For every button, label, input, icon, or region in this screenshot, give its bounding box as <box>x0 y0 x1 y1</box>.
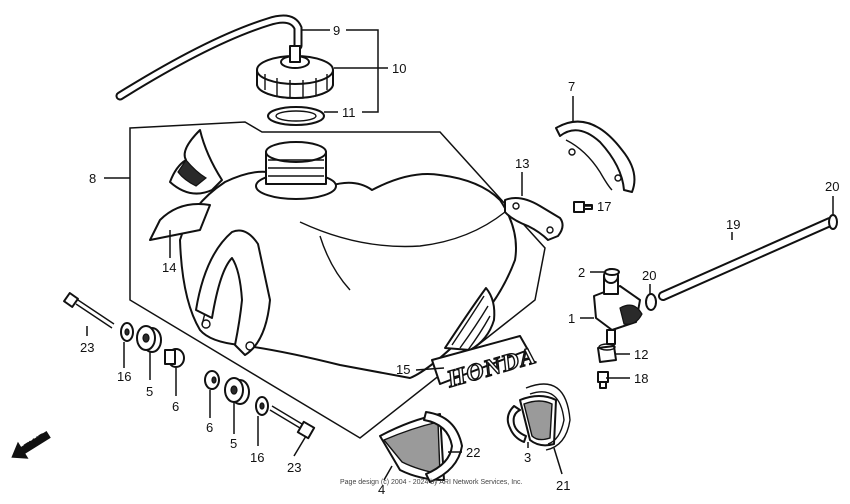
callout-15: 15 <box>396 362 410 377</box>
callout-3: 3 <box>524 450 531 465</box>
mount-bolt-lower <box>269 405 316 440</box>
mounting-bracket <box>555 120 636 193</box>
callout-21: 21 <box>556 478 570 493</box>
guard-band <box>525 383 571 451</box>
callout-20-right: 20 <box>825 179 839 194</box>
callout-18: 18 <box>634 371 648 386</box>
valve-screw <box>604 268 620 276</box>
bracket-screw <box>573 201 593 213</box>
callout-11: 11 <box>342 105 356 120</box>
callout-23-lower: 23 <box>287 460 301 475</box>
cushion-lower <box>224 377 250 405</box>
callout-1: 1 <box>568 311 575 326</box>
callout-8: 8 <box>89 171 96 186</box>
callout-16-left: 16 <box>117 369 131 384</box>
callout-19: 19 <box>726 217 740 232</box>
callout-17: 17 <box>597 199 611 214</box>
callout-6-lower: 6 <box>206 420 213 435</box>
cushion-left <box>136 325 162 353</box>
cap-nut <box>597 343 617 363</box>
valve-bracket <box>504 197 564 241</box>
callout-5-left: 5 <box>146 384 153 399</box>
callout-13: 13 <box>515 156 529 171</box>
wing-decal <box>149 129 223 241</box>
callout-22: 22 <box>466 445 480 460</box>
callout-7: 7 <box>568 79 575 94</box>
fuel-valve <box>593 268 643 345</box>
fwd-arrow <box>11 430 51 459</box>
callout-9: 9 <box>333 23 340 38</box>
tube-clip-left <box>645 293 657 311</box>
collar-left <box>164 348 185 368</box>
callout-20-left: 20 <box>642 268 656 283</box>
washer-lower <box>255 396 269 416</box>
heat-guard-front <box>379 411 463 483</box>
callout-14: 14 <box>162 260 176 275</box>
cap-gasket <box>267 106 325 126</box>
fuel-cap <box>256 45 334 99</box>
heat-guard-rear <box>506 395 557 447</box>
copyright-text: Page design (c) 2004 - 2024 by ARI Netwo… <box>340 479 523 486</box>
fuel-tube <box>658 217 835 301</box>
mount-bolt-left <box>63 292 115 329</box>
washer-left <box>120 322 134 342</box>
honda-wing-emblem: HONDA <box>431 287 540 394</box>
callout-23-left: 23 <box>80 340 94 355</box>
valve-bolt <box>597 371 609 389</box>
tank-group-bracket <box>129 121 546 439</box>
callout-6-left: 6 <box>172 399 179 414</box>
callout-12: 12 <box>634 347 648 362</box>
leader-lines <box>86 29 834 481</box>
callout-5-lower: 5 <box>230 436 237 451</box>
collar-lower <box>204 370 220 390</box>
fuel-tank <box>179 141 517 379</box>
callout-2: 2 <box>578 265 585 280</box>
callout-16-lower: 16 <box>250 450 264 465</box>
tube-clip-right <box>828 214 838 230</box>
callout-10: 10 <box>392 61 406 76</box>
breather-hose-core <box>117 16 301 99</box>
callout-4: 4 <box>378 482 385 497</box>
